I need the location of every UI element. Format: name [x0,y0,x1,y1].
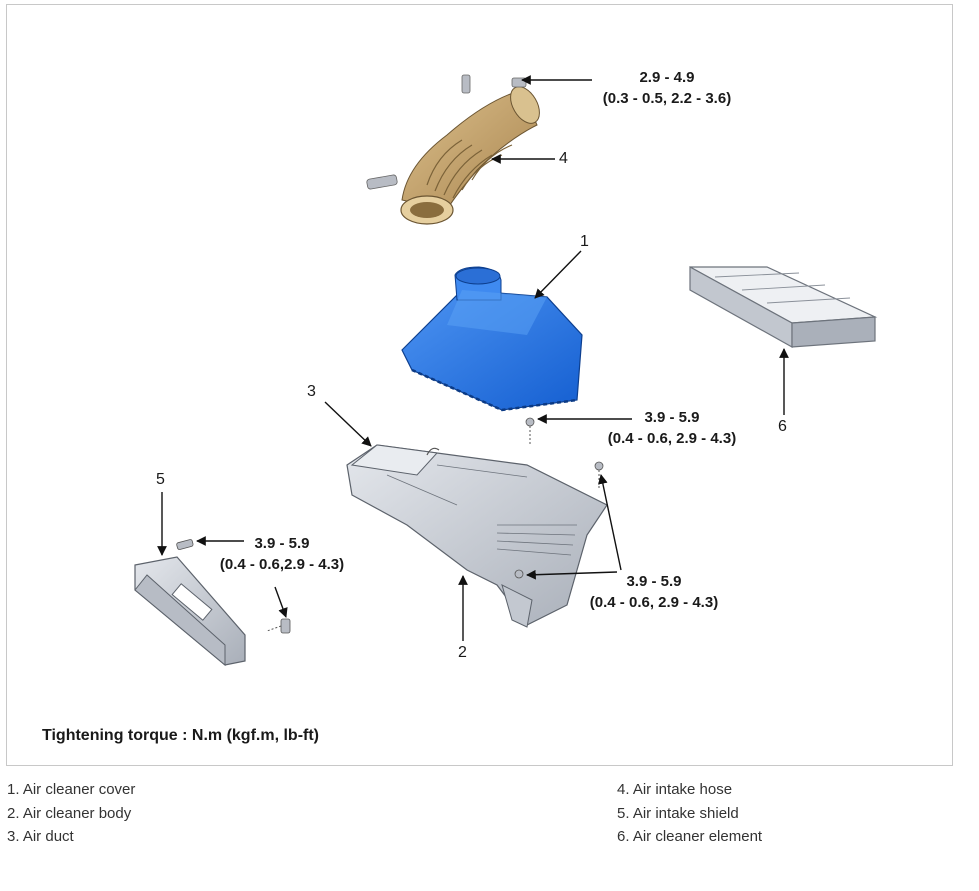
torque-conversion: (0.4 - 0.6, 2.9 - 4.3) [607,430,737,447]
legend-item: 4. Air intake hose [617,781,733,798]
legend-item: 2. Air cleaner body [7,804,132,822]
torque-conversion: (0.4 - 0.6,2.9 - 4.3) [219,556,345,573]
parts-legend-left: 1. Air cleaner cover 2. Air cleaner body… [7,778,135,849]
legend-item: 3. Air duct [7,828,74,845]
bolt-shield-upper [176,539,194,550]
torque-conversion: (0.4 - 0.6, 2.9 - 4.3) [589,594,719,611]
callout-cover: 1 [580,233,589,250]
leader-body-torque-lower [526,569,618,580]
bolt-body-lower [514,569,524,579]
leader-body-torque-upper [598,474,622,571]
torque-conversion: (0.3 - 0.5, 2.2 - 3.6) [602,90,732,107]
legend-item: 1. Air cleaner cover [7,781,136,798]
legend-item: 5. Air intake shield [617,804,739,822]
torque-value: 2.9 - 4.9 [639,69,695,86]
leader-shield-torque-lower [274,586,288,618]
torque-shield-bolt: 3.9 - 5.9 (0.4 - 0.6,2.9 - 4.3) [202,533,362,575]
torque-value: 3.9 - 5.9 [644,409,700,426]
callout-body: 2 [458,644,467,661]
torque-unit-note: Tightening torque : N.m (kgf.m, lb-ft) [42,727,319,744]
bolt-shield-lower [266,618,291,634]
legend-item: 6. Air cleaner element [617,828,763,845]
torque-cover-bolt: 3.9 - 5.9 (0.4 - 0.6, 2.9 - 4.3) [587,407,757,449]
torque-body-bolt: 3.9 - 5.9 (0.4 - 0.6, 2.9 - 4.3) [569,571,739,613]
leader-cover-callout [534,250,582,299]
air-cleaner-cover [401,266,583,412]
leader-duct-callout [324,401,372,447]
bolt-body-upper [594,461,604,490]
air-intake-shield [134,556,246,667]
air-cleaner-element [689,265,878,349]
parts-legend-right: 4. Air intake hose 5. Air intake shield … [617,778,762,849]
callout-duct: 3 [307,383,316,400]
exploded-diagram [134,74,878,667]
callout-hose: 4 [559,150,568,167]
callout-shield: 5 [156,471,165,488]
torque-hose-clamp: 2.9 - 4.9 (0.3 - 0.5, 2.2 - 3.6) [587,67,747,109]
bolt-cover [525,417,535,445]
air-cleaner-body [346,444,608,628]
torque-value: 3.9 - 5.9 [254,535,310,552]
callout-element: 6 [778,418,787,435]
air-intake-hose [366,74,540,225]
exploded-diagram-frame: 4 1 3 6 5 2 2.9 - 4.9 (0.3 - 0.5, 2.2 - … [6,4,953,766]
torque-value: 3.9 - 5.9 [626,573,682,590]
